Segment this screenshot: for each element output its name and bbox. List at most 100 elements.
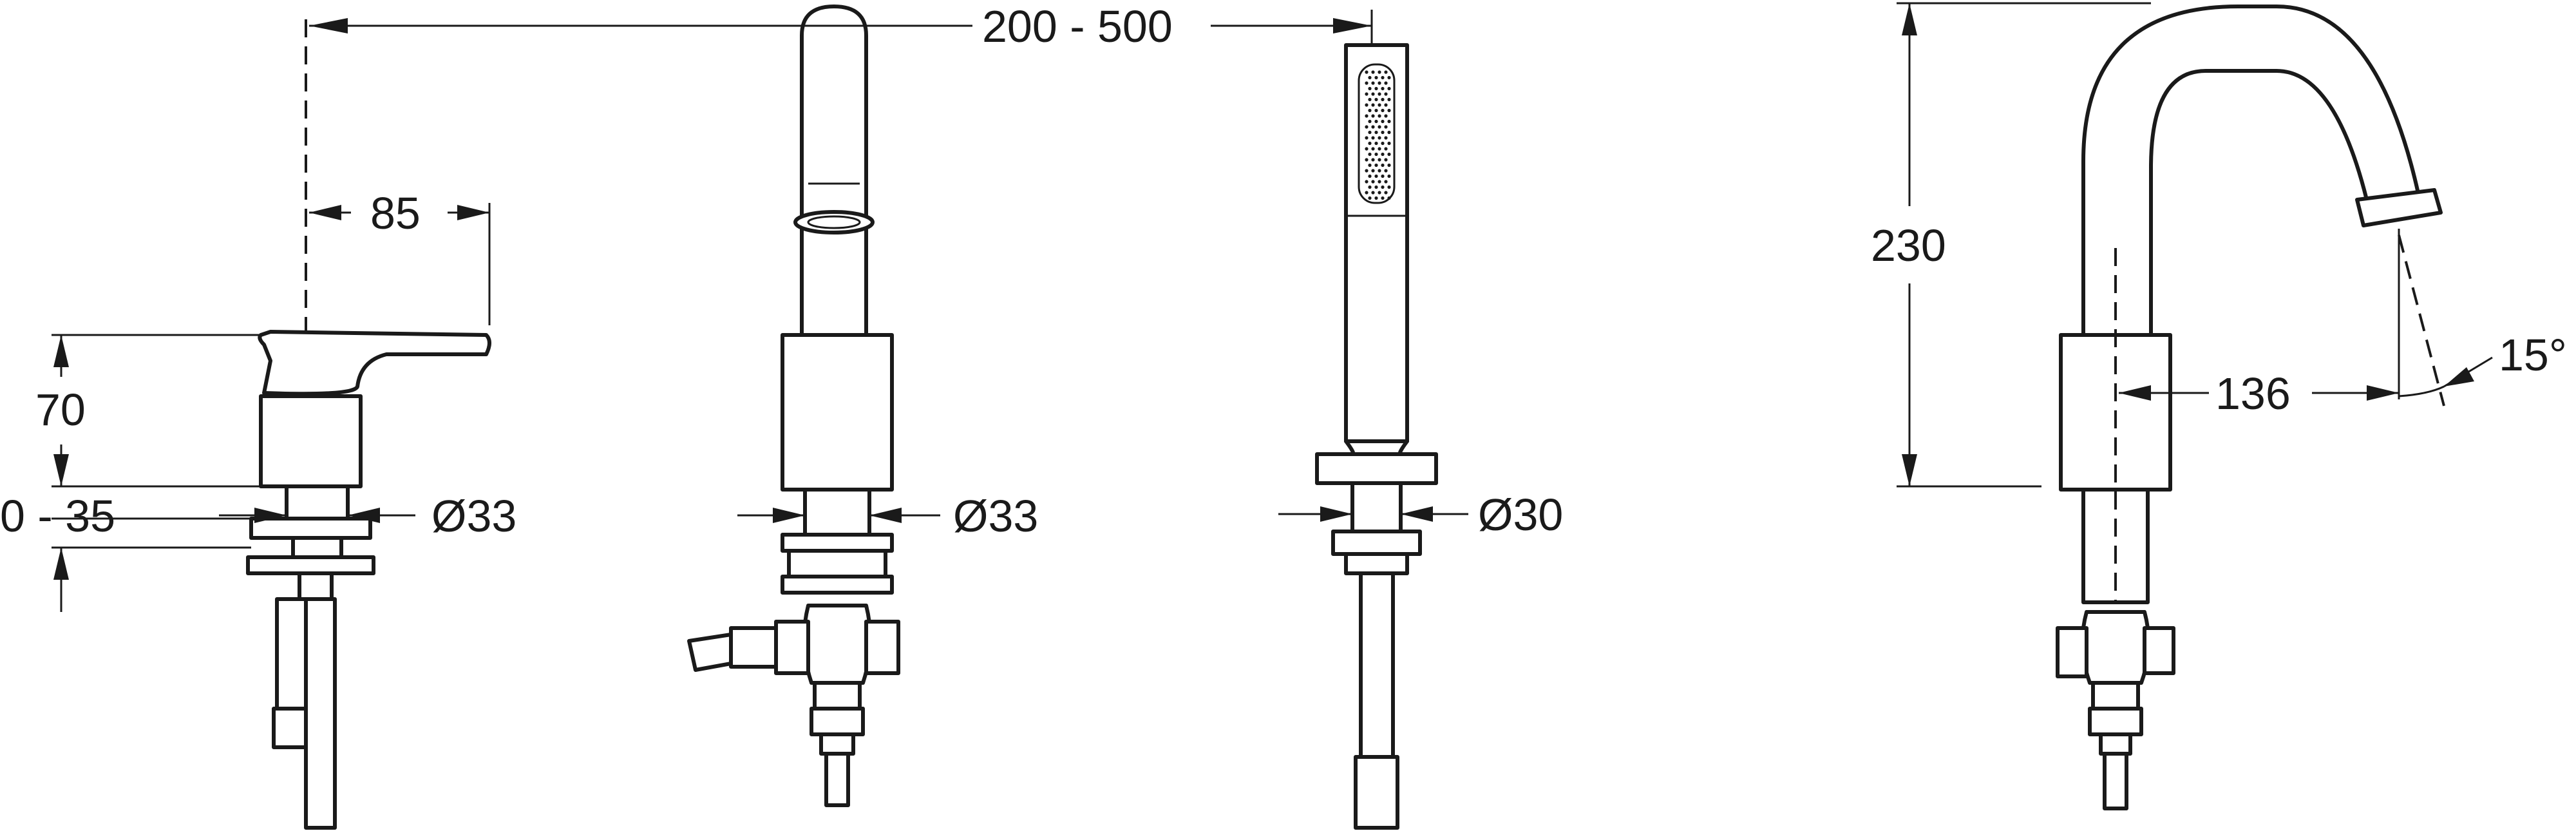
spout-tube [800, 5, 868, 337]
nozzle-dot [1378, 158, 1381, 162]
nozzle-dot [1371, 136, 1375, 140]
side-spout-view [2056, 5, 2445, 810]
nozzle-dot [1384, 136, 1388, 140]
side-spout-flow-axis [2398, 234, 2445, 406]
mixer-nut [298, 571, 334, 601]
nozzle-dot [1381, 196, 1385, 200]
nozzle-dot [1378, 70, 1381, 74]
nozzle-dot [1374, 163, 1378, 167]
nozzle-dot [1374, 141, 1378, 146]
nozzle-dot [1371, 70, 1375, 74]
nozzle-dot [1384, 191, 1388, 195]
nozzle-dot [1374, 86, 1378, 91]
nozzle-dot [1381, 130, 1385, 135]
dim-spout-angle-label: 15° [2499, 330, 2567, 380]
nozzle-dot [1384, 125, 1388, 129]
handshower-hose-end [1354, 755, 1399, 830]
nozzle-dot [1378, 191, 1381, 195]
spout-valve-right [864, 620, 900, 675]
nozzle-dot [1365, 92, 1368, 96]
handshower-nozzles [1365, 70, 1391, 200]
dim-body-height-label: 70 [35, 385, 86, 435]
nozzle-dot [1381, 185, 1385, 189]
nozzle-dot [1368, 119, 1372, 124]
nozzle-dot [1365, 70, 1368, 74]
spout-valve-left [774, 620, 810, 675]
handshower-handle [1344, 43, 1409, 443]
mixer-view [246, 19, 491, 830]
mixer-hose-fitting [272, 707, 311, 749]
spout-nut [787, 549, 887, 578]
mixer-lever [258, 330, 491, 396]
nozzle-dot [1368, 97, 1372, 102]
nozzle-dot [1384, 169, 1388, 173]
nozzle-dot [1387, 196, 1391, 200]
handshower-view [1315, 43, 1438, 830]
nozzle-dot [1387, 108, 1391, 113]
nozzle-dot [1374, 185, 1378, 189]
dim-spout-projection-label: 136 [2215, 368, 2291, 419]
dim-lever-offset-label: 85 [370, 188, 421, 238]
nozzle-dot [1368, 86, 1372, 91]
nozzle-dot [1365, 136, 1368, 140]
nozzle-dot [1381, 97, 1385, 102]
side-spout-valve [2080, 610, 2151, 685]
side-spout-outlet-pipe [2103, 752, 2128, 810]
nozzle-dot [1371, 158, 1375, 162]
dim-handshower-diameter-label: Ø30 [1478, 490, 1563, 540]
mixer-neck [285, 484, 350, 521]
spout-inlet-pipe [687, 633, 733, 672]
nozzle-dot [1371, 92, 1375, 96]
nozzle-dot [1381, 119, 1385, 124]
nozzle-dot [1365, 125, 1368, 129]
nozzle-dot [1378, 92, 1381, 96]
nozzle-dot [1384, 114, 1388, 118]
nozzle-dot [1378, 125, 1381, 129]
mixer-fixing-plate [246, 555, 375, 575]
nozzle-dot [1374, 130, 1378, 135]
nozzle-dot [1371, 81, 1375, 85]
spout-valve-body [802, 604, 873, 685]
side-spout-arc [2081, 5, 2420, 337]
nozzle-dot [1374, 119, 1378, 124]
spout-washer [781, 533, 894, 553]
handshower-holder [1315, 452, 1438, 485]
nozzle-dot [1378, 114, 1381, 118]
nozzle-dot [1365, 169, 1368, 173]
dimension-lines [52, 2, 2493, 612]
nozzle-dot [1381, 141, 1385, 146]
spout-neck [803, 488, 871, 537]
nozzle-dot [1365, 81, 1368, 85]
nozzle-dot [1378, 180, 1381, 184]
nozzle-dot [1384, 81, 1388, 85]
dim-spacing-label: 200 - 500 [982, 1, 1173, 52]
nozzle-dot [1368, 196, 1372, 200]
nozzle-dot [1387, 141, 1391, 146]
nozzle-dot [1365, 103, 1368, 107]
nozzle-dot [1378, 136, 1381, 140]
nozzle-dot [1387, 163, 1391, 167]
nozzle-dot [1365, 158, 1368, 162]
nozzle-dot [1371, 169, 1375, 173]
nozzle-dot [1365, 180, 1368, 184]
nozzle-dot [1368, 141, 1372, 146]
nozzle-dot [1368, 152, 1372, 157]
nozzle-dot [1387, 185, 1391, 189]
nozzle-dot [1368, 163, 1372, 167]
nozzle-dot [1365, 147, 1368, 151]
nozzle-dot [1374, 97, 1378, 102]
spout-inlet [729, 626, 778, 669]
nozzle-dot [1378, 103, 1381, 107]
nozzle-dot [1381, 152, 1385, 157]
nozzle-dot [1381, 108, 1385, 113]
handshower-hose [1359, 571, 1395, 759]
mixer-body [259, 394, 363, 488]
nozzle-dot [1384, 92, 1388, 96]
nozzle-dot [1384, 147, 1388, 151]
nozzle-dot [1384, 103, 1388, 107]
nozzle-dot [1387, 86, 1391, 91]
nozzle-dot [1374, 108, 1378, 113]
spout-base [781, 333, 894, 492]
nozzle-dot [1374, 174, 1378, 178]
